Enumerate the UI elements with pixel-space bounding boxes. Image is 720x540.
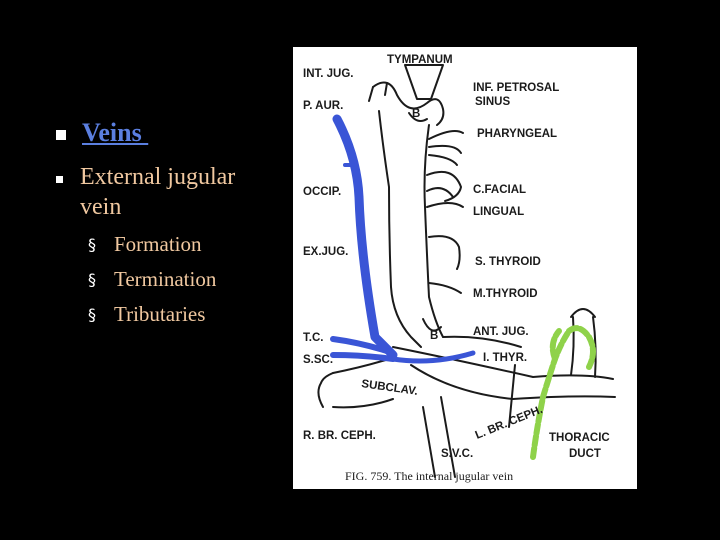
svc-right xyxy=(441,397,455,477)
tympanum-shape xyxy=(405,65,443,99)
section-sign-icon: § xyxy=(88,270,96,289)
label-ex-jug: EX.JUG. xyxy=(303,246,348,258)
jugular-vein-figure: INT. JUG. TYMPANUM INF. PETROSAL SINUS P… xyxy=(293,47,637,489)
label-b-top: B xyxy=(412,108,420,120)
bullet-square-icon xyxy=(56,176,63,183)
label-ssc: S.SC. xyxy=(303,354,333,366)
bullet-square-icon xyxy=(56,130,66,140)
sub-item-label: Termination xyxy=(114,267,216,292)
label-s-thyroid: S. THYROID xyxy=(475,256,541,268)
label-m-thyroid: M.THYROID xyxy=(473,288,538,300)
internal-jugular-left-wall xyxy=(379,111,421,347)
label-c-facial: C.FACIAL xyxy=(473,184,526,196)
label-pharyngeal: PHARYNGEAL xyxy=(477,128,557,140)
subclavian-upper xyxy=(333,359,389,373)
sub-item-label: Tributaries xyxy=(114,302,205,327)
sup-thyroid-vein xyxy=(429,236,460,269)
label-b-bottom: B xyxy=(430,330,438,342)
suprascapular-vein xyxy=(333,355,393,359)
label-tc: T.C. xyxy=(303,332,323,344)
sub-item-termination: § Termination xyxy=(88,267,292,302)
label-p-aur: P. AUR. xyxy=(303,100,343,112)
figure-caption: FIG. 759. The internal jugular vein xyxy=(345,469,513,483)
label-lingual: LINGUAL xyxy=(473,206,524,218)
label-ant-jug: ANT. JUG. xyxy=(473,326,529,338)
external-jugular-label: External jugular vein xyxy=(80,162,280,222)
label-duct: DUCT xyxy=(569,448,601,460)
label-tympanum: TYMPANUM xyxy=(387,54,453,66)
veins-heading-link[interactable]: Veins xyxy=(82,118,148,148)
bullet-external-jugular: External jugular vein xyxy=(52,162,292,222)
label-occip: OCCIP. xyxy=(303,186,341,198)
label-svc: S.V.C. xyxy=(441,448,473,460)
sub-bullet-list: § Formation § Termination § Tributaries xyxy=(88,232,292,337)
lingual-vein xyxy=(427,203,463,207)
vein-diagram: INT. JUG. TYMPANUM INF. PETROSAL SINUS P… xyxy=(293,47,637,489)
label-r-br-ceph: R. BR. CEPH. xyxy=(303,430,376,442)
sub-item-tributaries: § Tributaries xyxy=(88,302,292,337)
subclavian-end xyxy=(318,373,333,407)
label-int-jug: INT. JUG. xyxy=(303,68,353,80)
label-sinus: SINUS xyxy=(475,96,510,108)
section-sign-icon: § xyxy=(88,305,96,324)
mid-thyroid-vein xyxy=(429,283,461,293)
bullet-list: Veins External jugular vein § Formation … xyxy=(52,118,292,337)
bullet-veins: Veins xyxy=(52,118,292,154)
label-subclav: SUBCLAV. xyxy=(361,378,419,398)
int-jug-branch xyxy=(369,83,387,101)
sub-item-formation: § Formation xyxy=(88,232,292,267)
svc-left xyxy=(423,407,435,477)
label-thoracic: THORACIC xyxy=(549,432,610,444)
subclavian-lower xyxy=(333,399,393,407)
section-sign-icon: § xyxy=(88,235,96,254)
left-ijv-top xyxy=(571,309,595,317)
label-i-thyr: I. THYR. xyxy=(483,352,527,364)
sub-item-label: Formation xyxy=(114,232,202,257)
pharyngeal-vein xyxy=(429,131,463,165)
ant-jug-connection xyxy=(443,337,521,347)
label-inf-petrosal: INF. PETROSAL xyxy=(473,82,559,94)
facial-vein xyxy=(427,172,461,201)
